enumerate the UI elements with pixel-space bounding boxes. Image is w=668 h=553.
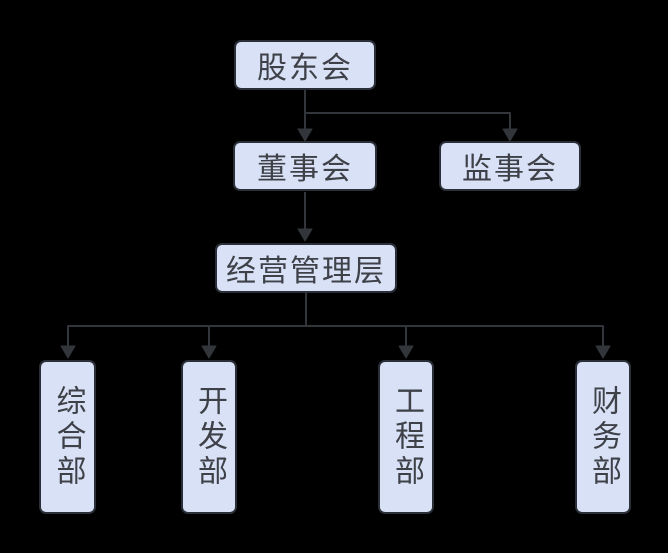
node-label: 董事会 — [257, 153, 353, 186]
node-supervisory[interactable]: 监事会 — [439, 141, 581, 191]
edge-shareholders-supervisory[interactable] — [305, 112, 518, 142]
edge-board-management[interactable] — [297, 192, 313, 242]
edge-management-finance[interactable] — [305, 293, 611, 359]
node-management[interactable]: 经营管理层 — [215, 243, 397, 293]
node-label: 监事会 — [462, 153, 558, 186]
edge-management-development[interactable] — [201, 293, 307, 359]
node-label: 股东会 — [257, 52, 353, 85]
edge-shareholders-board[interactable] — [297, 90, 313, 142]
node-finance-dept[interactable]: 财务部 — [575, 360, 631, 514]
node-development-dept[interactable]: 开发部 — [181, 360, 237, 514]
node-general-dept[interactable]: 综合部 — [39, 360, 96, 514]
node-label: 综合部 — [51, 384, 85, 490]
node-label: 工程部 — [390, 384, 423, 490]
node-engineering-dept[interactable]: 工程部 — [378, 360, 434, 514]
node-label: 经营管理层 — [226, 255, 386, 288]
node-board[interactable]: 董事会 — [233, 141, 377, 191]
node-label: 财务部 — [587, 384, 620, 490]
node-shareholders[interactable]: 股东会 — [234, 40, 376, 90]
node-label: 开发部 — [193, 384, 226, 490]
